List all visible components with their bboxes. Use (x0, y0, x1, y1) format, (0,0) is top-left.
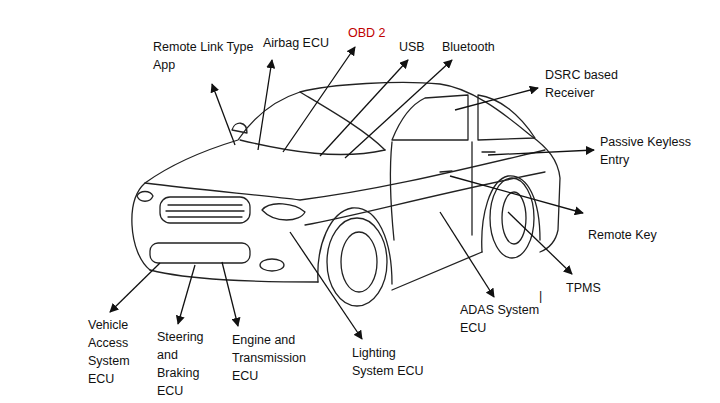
part-label: Passive Keyless Entry (600, 133, 704, 169)
part-label: Vehicle Access System ECU (88, 316, 138, 388)
door-line (390, 142, 394, 240)
car-outline (132, 82, 560, 306)
leader-arrow (455, 88, 538, 110)
part-label: Remote Key (588, 226, 678, 244)
leader-arrow (320, 60, 408, 156)
leader-arrow (258, 60, 272, 150)
part-label: TPMS (566, 279, 626, 297)
door-line (471, 142, 472, 235)
fog-light (260, 259, 284, 271)
part-label: Lighting System ECU (352, 344, 432, 380)
car-bottom (150, 270, 318, 282)
wheel-rim (341, 232, 377, 292)
wheel (490, 178, 534, 258)
side-window (392, 95, 468, 140)
leader-arrow (110, 263, 160, 312)
door-handle (482, 151, 495, 152)
part-label: DSRC based Receiver (545, 66, 629, 102)
leader-arrow (450, 176, 583, 213)
leader-arrows (110, 47, 594, 339)
headlight (262, 204, 305, 220)
part-label: Bluetooth (442, 38, 522, 56)
part-label: Steering and Braking ECU (157, 328, 209, 400)
part-label: Engine and Transmission ECU (232, 331, 316, 385)
grille-slat (166, 205, 244, 217)
part-label: Airbag ECU (263, 34, 343, 52)
part-label: Remote Link Type App (153, 38, 265, 74)
part-label: OBD 2 (348, 24, 408, 42)
part-label: ADAS System ECU (460, 301, 548, 337)
part-label: USB (399, 38, 439, 56)
side-mirror (232, 123, 247, 133)
leader-arrow (290, 232, 362, 339)
leader-arrow (440, 212, 494, 297)
grille (160, 197, 250, 223)
leader-arrow (178, 265, 195, 324)
part-label: | (539, 287, 551, 305)
headlight (137, 192, 153, 202)
leader-arrow (222, 262, 238, 326)
leader-arrow (283, 47, 355, 152)
wheel (327, 218, 387, 306)
leader-arrow (488, 150, 594, 155)
body-line (305, 172, 545, 225)
leader-arrow (345, 60, 452, 158)
leader-arrow (508, 212, 572, 274)
lower-intake (150, 243, 250, 263)
door-handle (440, 171, 452, 172)
windshield (240, 140, 385, 155)
a-pillar (300, 92, 385, 150)
leader-arrow (212, 84, 235, 145)
